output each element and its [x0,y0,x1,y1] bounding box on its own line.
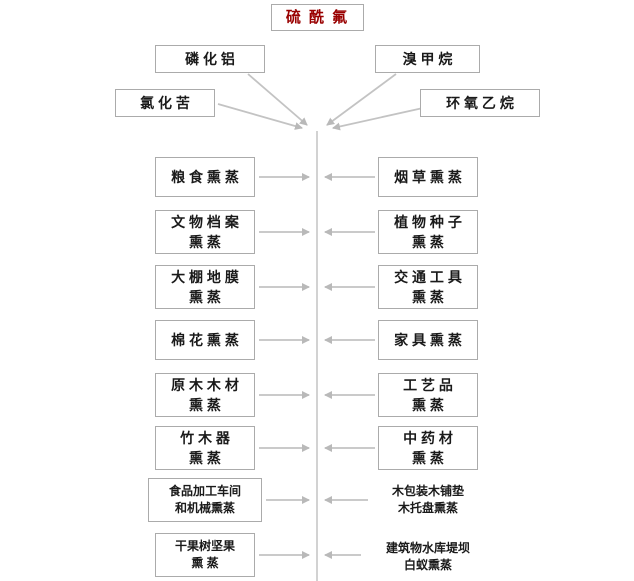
aluminum-phosphide-node: 磷 化 铝 [155,45,265,73]
right-application-arrows [324,173,375,559]
methyl-bromide-node: 溴 甲 烷 [375,45,480,73]
handicraft-fumigation-node: 工 艺 品熏 蒸 [378,373,478,417]
log-timber-fumigation-node: 原 木 木 材熏 蒸 [155,373,255,417]
dried-fruit-nut-fumigation-node: 干果树坚果熏 蒸 [155,533,255,577]
grain-fumigation-node: 粮 食 熏 蒸 [155,157,255,197]
plant-seed-fumigation-node: 植 物 种 子熏 蒸 [378,210,478,254]
ethylene-oxide-label: 环 氧 乙 烷 [446,94,514,111]
tobacco-fumigation-node: 烟 草 熏 蒸 [378,157,478,197]
building-termite-fumigation-node: 建筑物水库堤坝白蚁熏蒸 [364,535,492,579]
ethylene-oxide-node: 环 氧 乙 烷 [420,89,540,117]
title-label: 硫 酰 氟 [285,8,350,26]
vehicle-fumigation-node: 交 通 工 具熏 蒸 [378,265,478,309]
left-application-arrows [259,173,310,559]
herbal-medicine-fumigation-node: 中 药 材熏 蒸 [378,426,478,470]
archives-fumigation-node: 文 物 档 案熏 蒸 [155,210,255,254]
food-workshop-machinery-fumigation-node: 食品加工车间和机械熏蒸 [148,478,262,522]
wood-packaging-pallet-fumigation-node: 木包装木铺垫木托盘熏蒸 [371,478,485,522]
fumigant-arrows [217,73,424,131]
aluminum-phosphide-label: 磷 化 铝 [185,50,235,67]
greenhouse-film-fumigation-node: 大 棚 地 膜熏 蒸 [155,265,255,309]
chloropicrin-node: 氯 化 苦 [115,89,215,117]
cotton-fumigation-node: 棉 花 熏 蒸 [155,320,255,360]
methyl-bromide-label: 溴 甲 烷 [402,50,453,67]
sulfuryl-fluoride-title: 硫 酰 氟 [271,4,364,31]
bamboo-ware-fumigation-node: 竹 木 器熏 蒸 [155,426,255,470]
chloropicrin-label: 氯 化 苦 [140,94,190,111]
furniture-fumigation-node: 家 具 熏 蒸 [378,320,478,360]
